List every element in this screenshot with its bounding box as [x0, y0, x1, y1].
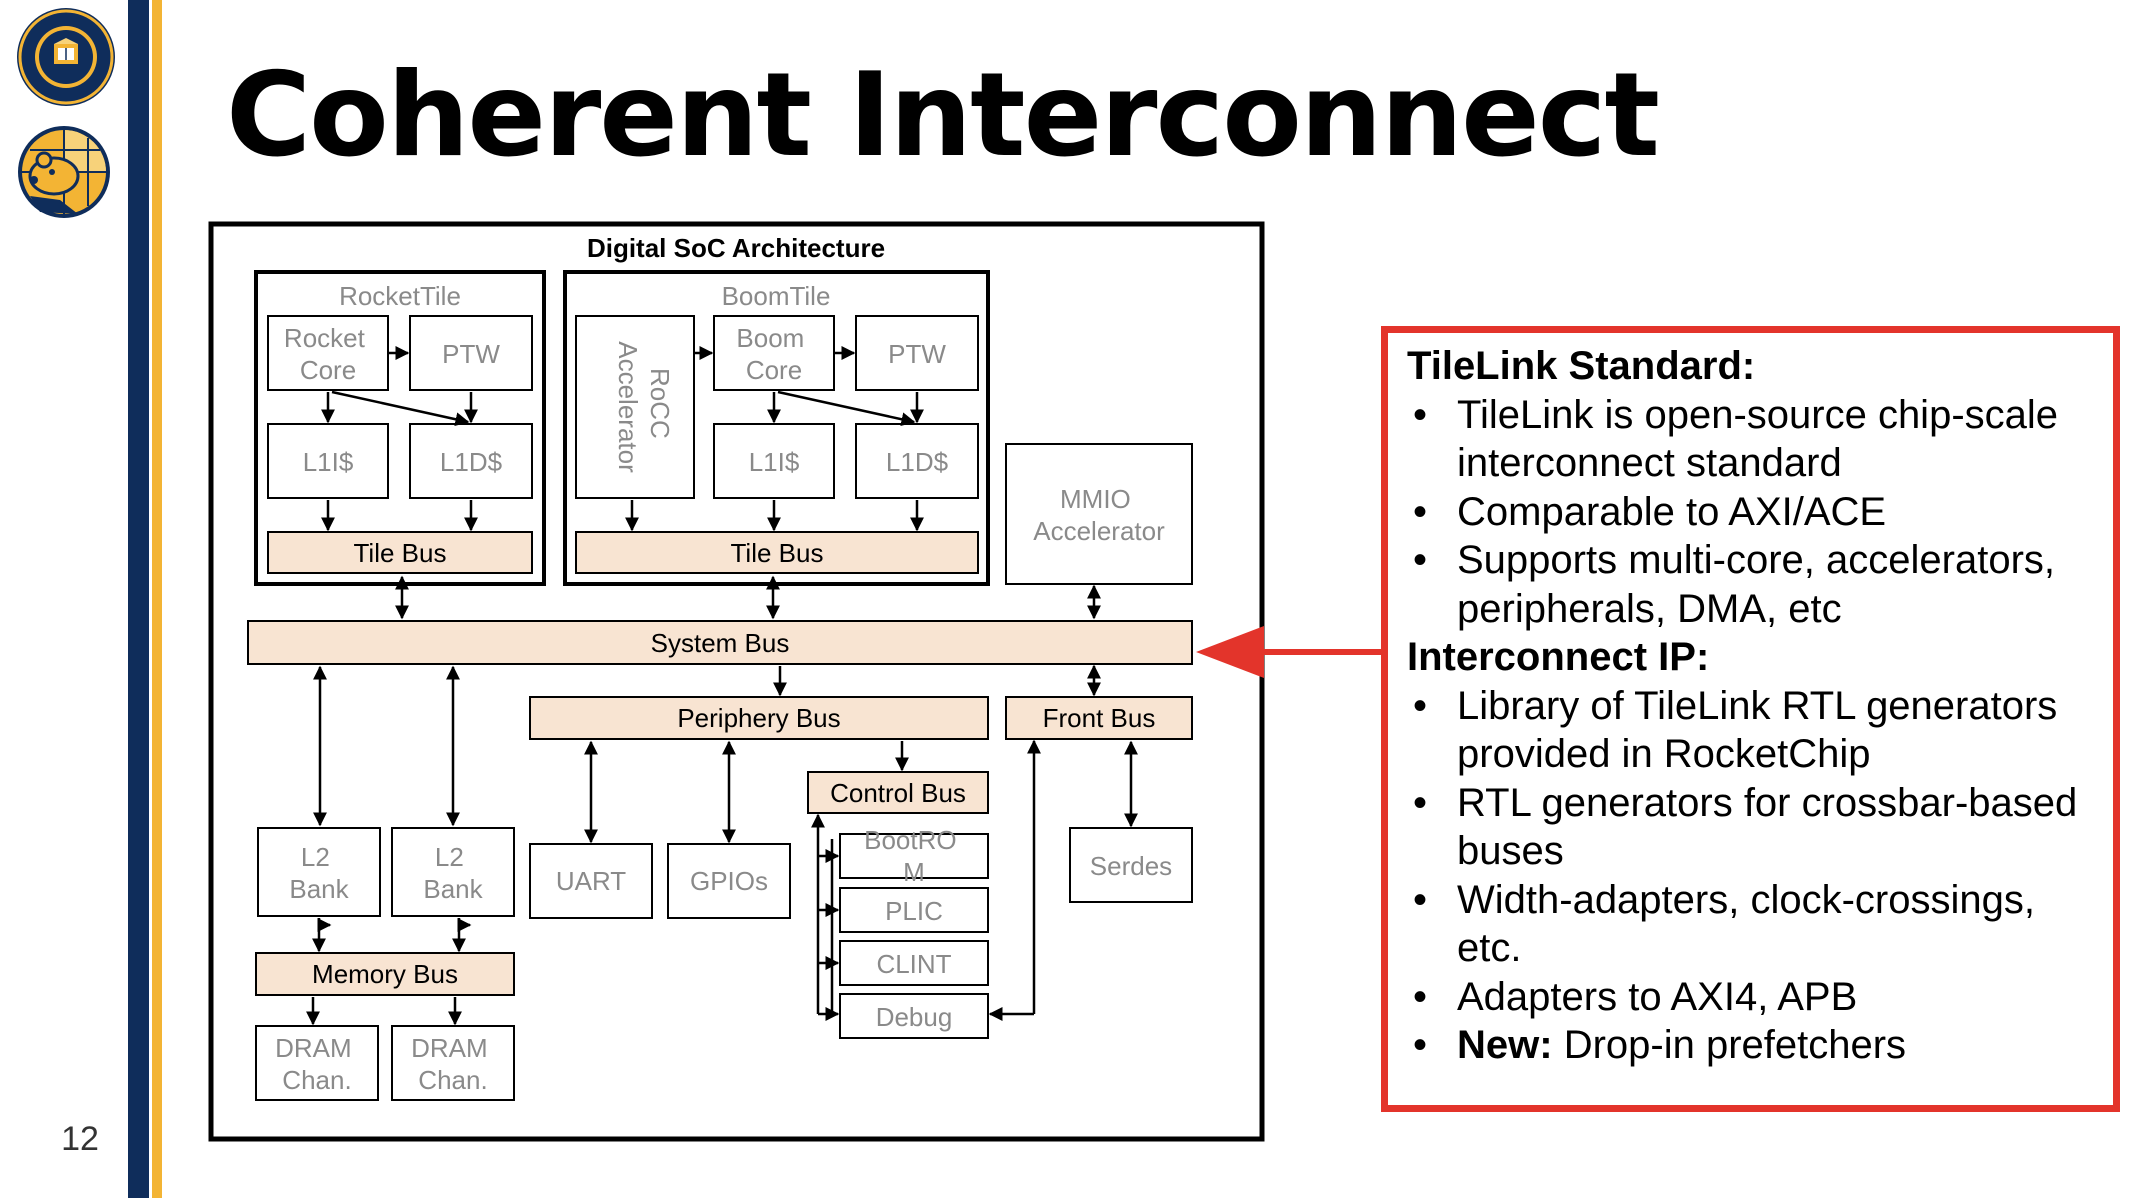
rocket-l1i-label: L1I$	[303, 447, 354, 477]
boom-ptw-box	[855, 315, 979, 391]
uart-label: UART	[556, 866, 626, 896]
bullet-item: Supports multi-core, accelerators, perip…	[1407, 536, 2103, 633]
periphery-bus-label: Periphery Bus	[677, 703, 840, 733]
rocket-tile: RocketTile Rocket Core PTW L1I$ L1D$ Til…	[254, 270, 546, 586]
boom-tile-label: BoomTile	[722, 281, 831, 311]
rocket-l1d-box	[409, 423, 533, 499]
l2-bank-1-label: L2 Bank	[289, 842, 349, 904]
serdes-box	[1069, 827, 1193, 903]
plic-label: PLIC	[885, 896, 943, 926]
rocket-tile-label: RocketTile	[339, 281, 461, 311]
clint-box	[839, 940, 989, 986]
rocket-l1d-label: L1D$	[440, 447, 503, 477]
boom-core-box	[713, 315, 835, 391]
boom-ptw-label: PTW	[888, 339, 946, 369]
periphery-bus	[529, 696, 989, 740]
slide-title: Coherent Interconnect	[226, 48, 1660, 183]
rocket-tile-bus-label: Tile Bus	[354, 538, 447, 568]
bear-logo	[18, 126, 110, 218]
debug-label: Debug	[876, 1002, 953, 1032]
rocc-accelerator-label: RoCC Accelerator	[613, 341, 675, 473]
bullet-item: RTL generators for crossbar-based buses	[1407, 779, 2103, 876]
boom-l1i-label: L1I$	[749, 447, 800, 477]
memory-bus	[255, 952, 515, 996]
plic-box	[839, 887, 989, 933]
boom-tile-bus-label: Tile Bus	[731, 538, 824, 568]
gpios-box	[667, 843, 791, 919]
bootrom-label: BootRO M	[864, 825, 964, 887]
rocket-ptw-box	[409, 315, 533, 391]
l2-bank-2-box	[391, 827, 515, 917]
uart-box	[529, 843, 653, 919]
gpios-label: GPIOs	[690, 866, 768, 896]
boom-l1d-box	[855, 423, 979, 499]
bullet-item: Comparable to AXI/ACE	[1407, 488, 2103, 537]
l2-bank-2-label: L2 Bank	[423, 842, 483, 904]
logos	[17, 8, 115, 218]
callout-arrow-head	[1196, 626, 1264, 678]
uc-seal-logo	[17, 8, 115, 106]
info-content: TileLink Standard: TileLink is open-sour…	[1407, 342, 2103, 1070]
bullet-item: New: Drop-in prefetchers	[1407, 1021, 2103, 1070]
sidebar: 12	[0, 0, 130, 1198]
tilelink-bullets: TileLink is open-source chip-scale inter…	[1407, 391, 2103, 634]
section-heading-interconnect-ip: Interconnect IP:	[1407, 635, 1710, 679]
debug-box	[839, 993, 989, 1039]
navy-stripe	[128, 0, 149, 1198]
control-bus-label: Control Bus	[830, 778, 966, 808]
boom-tile-bus	[575, 531, 979, 574]
system-bus-label: System Bus	[651, 628, 790, 658]
rocket-ptw-label: PTW	[442, 339, 500, 369]
info-box: TileLink Standard: TileLink is open-sour…	[1381, 326, 2120, 1112]
clint-label: CLINT	[876, 949, 951, 979]
interconnect-ip-bullets: Library of TileLink RTL generators provi…	[1407, 682, 2103, 1070]
memory-bus-label: Memory Bus	[312, 959, 458, 989]
dram-chan-1-label: DRAM Chan.	[275, 1033, 359, 1095]
bullet-item: TileLink is open-source chip-scale inter…	[1407, 391, 2103, 488]
rocket-core-box	[267, 315, 389, 391]
mmio-accelerator-box	[1005, 443, 1193, 585]
bootrom-box	[839, 833, 989, 879]
boom-l1i-box	[713, 423, 835, 499]
rocket-tile-bus	[267, 531, 533, 574]
dram-chan-2-label: DRAM Chan.	[411, 1033, 495, 1095]
rocket-l1i-box	[267, 423, 389, 499]
bullet-item: Library of TileLink RTL generators provi…	[1407, 682, 2103, 779]
section-heading-tilelink: TileLink Standard:	[1407, 344, 1756, 388]
bullet-item: Adapters to AXI4, APB	[1407, 973, 2103, 1022]
control-bus	[807, 771, 989, 814]
mmio-accelerator-label: MMIO Accelerator	[1033, 484, 1165, 546]
bullet-item: Width-adapters, clock-crossings, etc.	[1407, 876, 2103, 973]
rocket-core-label: Rocket Core	[284, 323, 372, 385]
dram-chan-1-box	[255, 1025, 379, 1101]
front-bus-label: Front Bus	[1043, 703, 1156, 733]
gold-stripe	[152, 0, 162, 1198]
serdes-label: Serdes	[1090, 851, 1172, 881]
rocc-accelerator-box	[575, 315, 695, 499]
boom-l1d-label: L1D$	[886, 447, 949, 477]
dram-chan-2-box	[391, 1025, 515, 1101]
page-number: 12	[61, 1120, 99, 1158]
system-bus	[247, 620, 1193, 665]
diagram-title: Digital SoC Architecture	[587, 233, 885, 263]
l2-bank-1-box	[257, 827, 381, 917]
boom-tile: BoomTile RoCC Accelerator Boom Core PTW …	[563, 270, 990, 586]
boom-core-label: Boom Core	[736, 323, 811, 385]
front-bus	[1005, 696, 1193, 740]
